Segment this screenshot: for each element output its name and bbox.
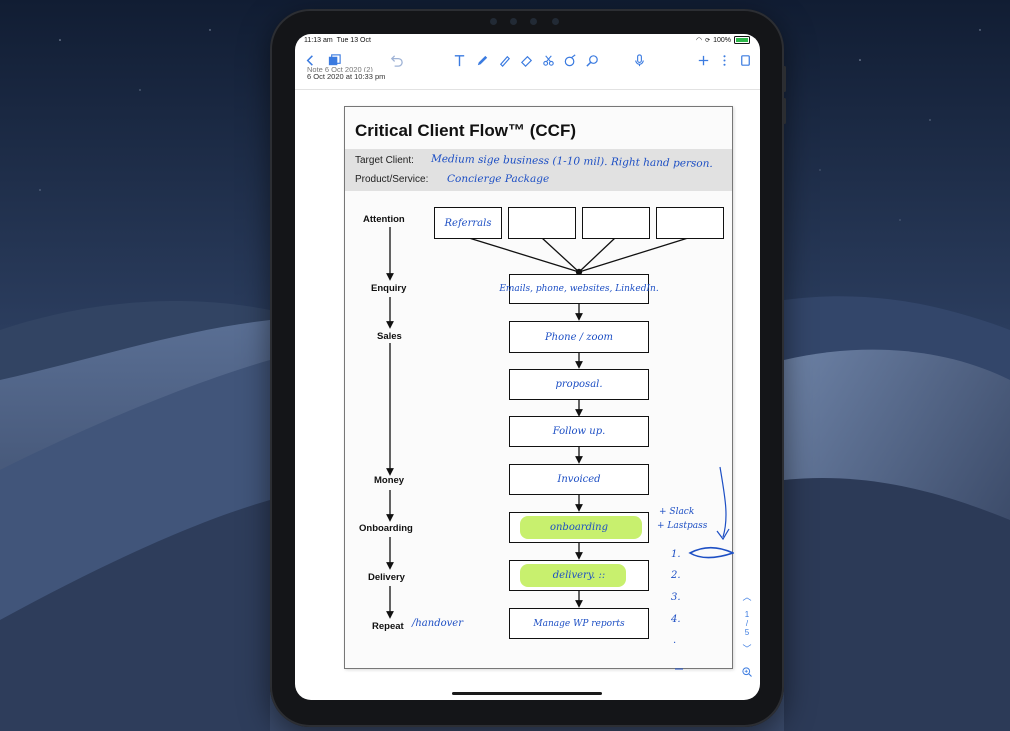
pen-tool-icon[interactable] [473, 51, 491, 69]
flow-box-enquiry: Emails, phone, websites, LinkedIn. [499, 274, 659, 304]
page-title: Critical Client Flow™ (CCF) [355, 121, 576, 140]
document-title-cut: Note 6 Oct 2020 (2) [307, 67, 373, 72]
client-info-band [345, 149, 732, 191]
status-date: Tue 13 Oct [336, 37, 371, 44]
attention-box-3 [582, 207, 650, 239]
lasso-tool-icon[interactable] [539, 51, 557, 69]
stage-attention: Attention [363, 214, 405, 225]
numbered-item-1: 1. [671, 549, 681, 560]
stage-repeat: Repeat [372, 621, 404, 632]
document-modified-date: 6 Oct 2020 at 10:33 pm [307, 72, 386, 81]
page-separator: / [745, 619, 749, 628]
document-info: Note 6 Oct 2020 (2) 6 Oct 2020 at 10:33 … [307, 67, 385, 82]
attention-box-1: Referrals [434, 207, 502, 239]
stage-delivery: Delivery [368, 572, 405, 583]
home-indicator[interactable] [452, 692, 602, 695]
numbered-item-5: . [673, 635, 677, 646]
numbered-item-2: 2. [671, 570, 681, 581]
microphone-icon[interactable] [630, 51, 648, 69]
flow-box-invoiced: Invoiced [509, 464, 649, 495]
product-service-value: Concierge Package [447, 173, 550, 185]
highlight-mark [520, 564, 626, 587]
stage-sales: Sales [377, 331, 402, 342]
repeat-note: /handover [412, 618, 463, 629]
flow-box-repeat: Manage WP reports [509, 608, 649, 639]
shapes-tool-icon[interactable] [561, 51, 579, 69]
stage-enquiry: Enquiry [371, 283, 407, 294]
more-icon[interactable] [715, 51, 733, 69]
camera-array [478, 16, 576, 27]
flow-box-delivery: delivery. :: [509, 560, 649, 591]
divider [295, 89, 760, 90]
stage-money: Money [374, 475, 405, 486]
status-indicators: ◠ ⟳ 100% [696, 36, 750, 44]
page-current: 1 [744, 610, 750, 619]
ipad-screen: 11:13 am Tue 13 Oct ◠ ⟳ 100% [295, 34, 760, 700]
numbered-item-4: 4. [671, 614, 681, 625]
highlighter-tool-icon[interactable] [495, 51, 513, 69]
flow-box-follow-up: Follow up. [509, 416, 649, 447]
zoom-tool-icon[interactable] [583, 51, 601, 69]
eraser-tool-icon[interactable] [517, 51, 535, 69]
page-down-icon[interactable]: ﹀ [742, 644, 752, 654]
numbered-item-3: 3. [671, 592, 681, 603]
wifi-icon: ◠ [695, 37, 703, 44]
stage-onboarding: Onboarding [359, 523, 413, 534]
page-total: 5 [744, 628, 750, 637]
side-note-lastpass: + Lastpass [657, 521, 708, 531]
add-icon[interactable] [694, 51, 712, 69]
pages-icon[interactable] [325, 51, 343, 69]
target-client-label: Target Client: [355, 155, 414, 166]
text-tool-icon[interactable] [450, 51, 468, 69]
flow-connectors [386, 227, 734, 670]
notes-toolbar [295, 49, 760, 71]
status-bar: 11:13 am Tue 13 Oct ◠ ⟳ 100% [295, 34, 760, 48]
undo-icon[interactable] [387, 51, 405, 69]
volume-down-button [783, 98, 786, 124]
attention-box-4 [656, 207, 724, 239]
zoom-page-icon[interactable] [741, 666, 753, 680]
flow-box-onboarding: onboarding [509, 512, 649, 543]
battery-icon [734, 36, 750, 44]
flow-box-proposal: proposal. [509, 369, 649, 400]
product-service-label: Product/Service: [355, 174, 429, 185]
screen-lock-icon: ⟳ [705, 37, 711, 44]
attention-box-2 [508, 207, 576, 239]
page-up-icon[interactable]: ︿ [742, 592, 752, 602]
side-note-slack: + Slack [659, 507, 695, 517]
note-page[interactable]: Critical Client Flow™ (CCF) Target Clien… [344, 106, 734, 670]
volume-up-button [783, 66, 786, 92]
back-icon[interactable] [301, 51, 319, 69]
export-icon[interactable] [736, 51, 754, 69]
highlight-mark [520, 516, 642, 539]
flow-box-sales-call: Phone / zoom [509, 321, 649, 353]
status-time: 11:13 am [304, 37, 333, 44]
battery-percent: 100% [713, 36, 731, 44]
